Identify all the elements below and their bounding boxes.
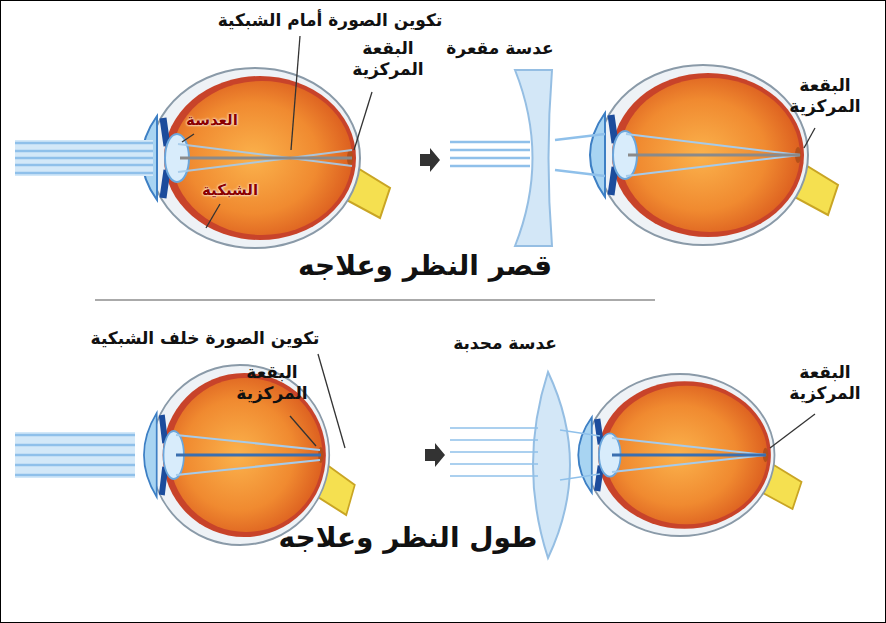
- section-heading: طول النظر وعلاجه: [279, 520, 538, 555]
- callout-label: البقعة المركزية: [232, 362, 312, 405]
- lens-label: عدسة مقعرة: [446, 38, 553, 59]
- callout-label: البقعة المركزية: [785, 362, 865, 405]
- callout-label: البقعة المركزية: [348, 38, 428, 81]
- callout-label: البقعة المركزية: [785, 75, 865, 118]
- callout-label: تكوين الصورة خلف الشبكية: [91, 328, 320, 349]
- section-heading: قصر النظر وعلاجه: [298, 248, 552, 283]
- callout-label: تكوين الصورة أمام الشبكية: [218, 10, 443, 31]
- lens-label: عدسة محدبة: [453, 333, 557, 354]
- part-label: الشبكية: [202, 181, 258, 200]
- part-label: العدسة: [186, 111, 238, 130]
